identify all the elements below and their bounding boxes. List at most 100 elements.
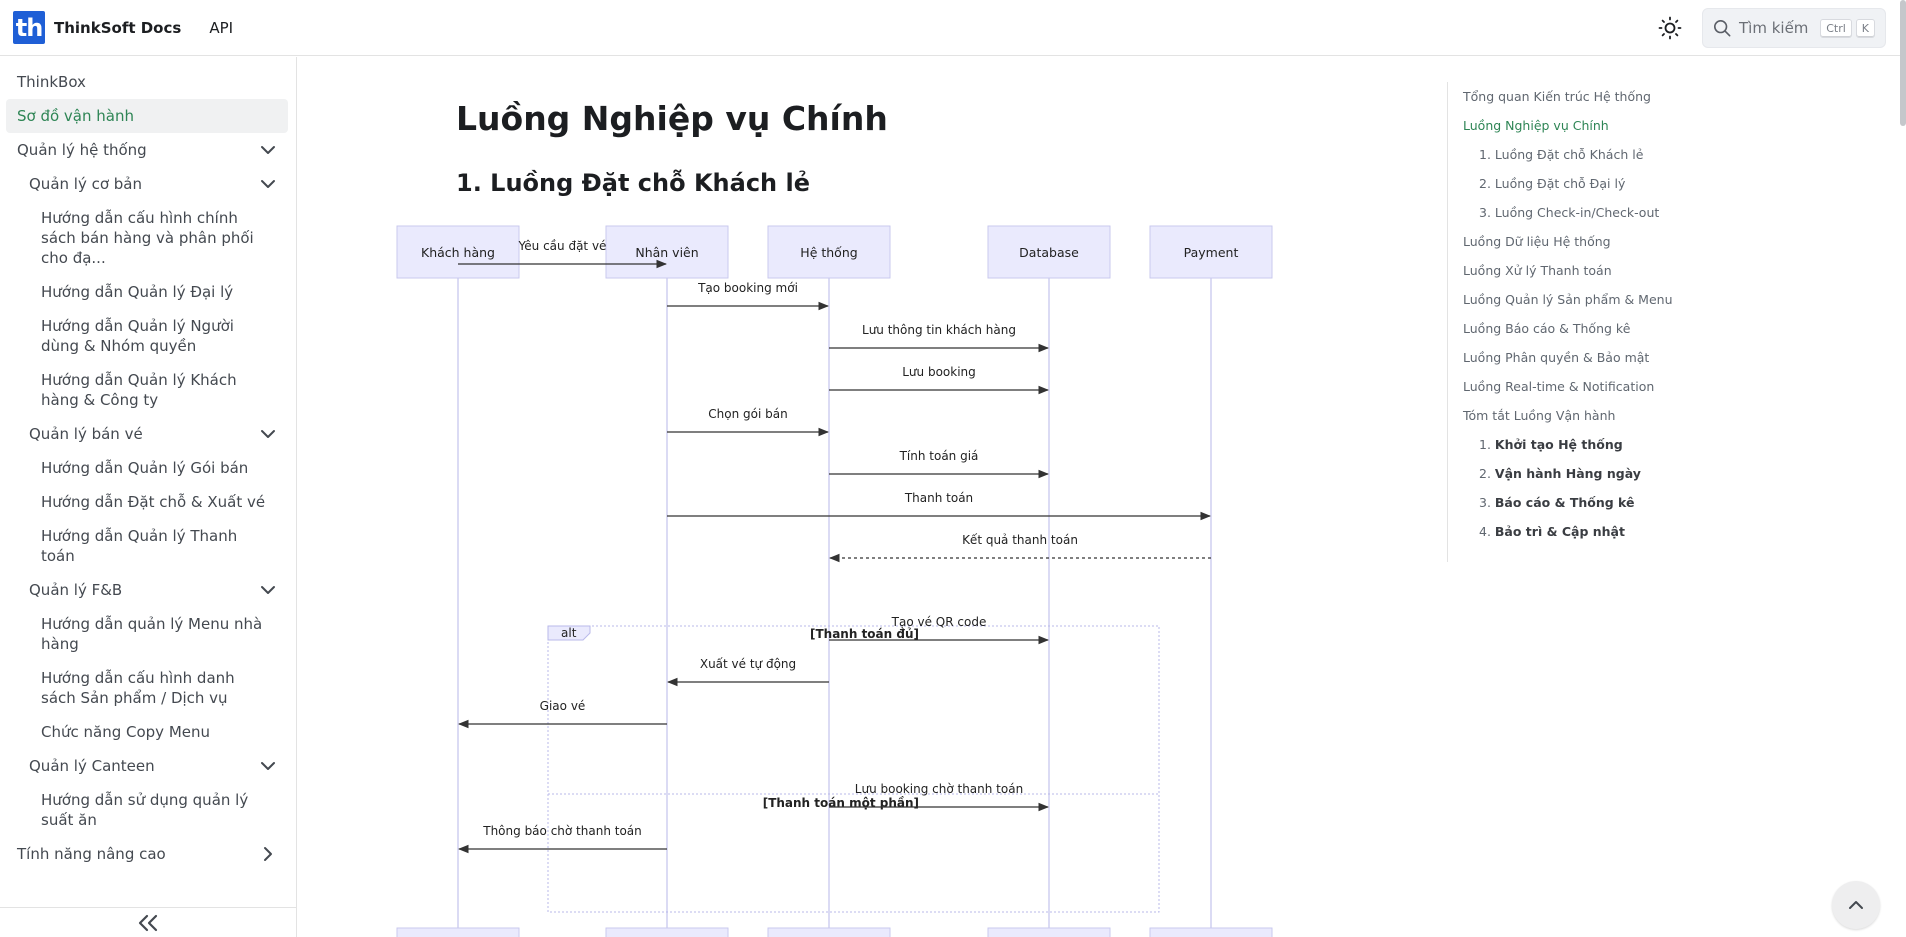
actor-label: Nhân viên <box>635 245 698 260</box>
toc-link[interactable]: Luồng Báo cáo & Thống kê <box>1463 314 1706 343</box>
toc-link-label: Luồng Real-time & Notification <box>1463 379 1655 394</box>
sidebar-item-label: Quản lý cơ bản <box>29 175 143 193</box>
section-heading: 1. Luồng Đặt chỗ Khách lẻ <box>456 169 810 197</box>
sidebar-expand-toggle[interactable] <box>258 580 278 600</box>
message-label: Kết quả thanh toán <box>962 533 1078 547</box>
toc-link-label: Luồng Nghiệp vụ Chính <box>1463 118 1609 133</box>
sidebar-item-label: Hướng dẫn Quản lý Khách hàng & Công ty <box>41 371 237 409</box>
toc-link[interactable]: Tổng quan Kiến trúc Hệ thống <box>1463 82 1706 111</box>
sidebar-item[interactable]: Hướng dẫn cấu hình chính sách bán hàng v… <box>6 201 288 275</box>
sidebar-item-label: ThinkBox <box>17 73 86 91</box>
toc-link[interactable]: 3. Luồng Check-in/Check-out <box>1463 198 1706 227</box>
sidebar-item[interactable]: Quản lý hệ thống <box>6 133 288 167</box>
sidebar-item-label: Quản lý Canteen <box>29 757 155 775</box>
toc-link[interactable]: Luồng Nghiệp vụ Chính <box>1463 111 1706 140</box>
toc-link[interactable]: Luồng Dữ liệu Hệ thống <box>1463 227 1706 256</box>
toc-link[interactable]: Luồng Quản lý Sản phẩm & Menu <box>1463 285 1706 314</box>
toc-link[interactable]: 1. Luồng Đặt chỗ Khách lẻ <box>1463 140 1706 169</box>
actor-box-bottom <box>396 927 520 937</box>
toc-link-label: 3. Luồng Check-in/Check-out <box>1479 205 1660 220</box>
alt-condition: [Thanh toán một phần] <box>763 796 919 810</box>
sidebar-item-label: Hướng dẫn Quản lý Thanh toán <box>41 527 238 565</box>
actor-label: Hệ thống <box>800 245 857 260</box>
sidebar-expand-toggle[interactable] <box>258 424 278 444</box>
main-content: Luồng Nghiệp vụ Chính 1. Luồng Đặt chỗ K… <box>297 57 1447 937</box>
alt-tag <box>547 625 591 641</box>
sidebar-item[interactable]: Sơ đồ vận hành <box>6 99 288 133</box>
sidebar-item[interactable]: Hướng dẫn Quản lý Người dùng & Nhóm quyề… <box>6 309 288 363</box>
scroll-to-top-button[interactable] <box>1832 881 1880 929</box>
toc-link[interactable]: 3. Báo cáo & Thống kê <box>1463 488 1706 517</box>
sidebar-expand-toggle[interactable] <box>258 844 278 864</box>
search-icon <box>1713 19 1731 37</box>
sidebar-item[interactable]: Hướng dẫn quản lý Menu nhà hàng <box>6 607 288 661</box>
message-label: Thông báo chờ thanh toán <box>482 824 642 838</box>
toc-link-label: 1. <box>1479 437 1495 452</box>
sidebar-item-label: Hướng dẫn cấu hình chính sách bán hàng v… <box>41 209 254 267</box>
sidebar-item-label: Hướng dẫn sử dụng quản lý suất ăn <box>41 791 249 829</box>
message-label: Xuất vé tự động <box>700 657 796 671</box>
chevron-down-icon <box>261 180 275 188</box>
actor-label: Khách hàng <box>421 245 495 260</box>
chevron-up-icon <box>1849 901 1863 909</box>
sidebar-item-label: Chức năng Copy Menu <box>41 723 210 741</box>
toc-link-label: Luồng Dữ liệu Hệ thống <box>1463 234 1611 249</box>
toc-link[interactable]: 1. Khởi tạo Hệ thống <box>1463 430 1706 459</box>
actor-box <box>767 225 891 279</box>
actor-box-bottom <box>1149 927 1273 937</box>
toc-link-bold-label: Báo cáo & Thống kê <box>1494 495 1635 510</box>
sidebar-item[interactable]: Hướng dẫn Đặt chỗ & Xuất vé <box>6 485 288 519</box>
sidebar-item[interactable]: Quản lý Canteen <box>6 749 288 783</box>
page-scrollbar[interactable] <box>1900 0 1906 126</box>
message-label: Giao vé <box>540 699 586 713</box>
actor-box <box>987 225 1111 279</box>
sidebar-expand-toggle[interactable] <box>258 174 278 194</box>
sidebar-item[interactable]: Hướng dẫn Quản lý Đại lý <box>6 275 288 309</box>
actor-box <box>396 225 520 279</box>
toc-link[interactable]: 2. Luồng Đặt chỗ Đại lý <box>1463 169 1706 198</box>
sidebar-item[interactable]: Quản lý bán vé <box>6 417 288 451</box>
theme-toggle-button[interactable] <box>1654 12 1686 44</box>
sidebar-item-label: Tính năng nâng cao <box>17 845 166 863</box>
sidebar-expand-toggle[interactable] <box>258 140 278 160</box>
message-label: Tạo booking mới <box>697 281 798 295</box>
toc-link-label: 2. <box>1479 466 1495 481</box>
sidebar-item[interactable]: Chức năng Copy Menu <box>6 715 288 749</box>
message-label: Tính toán giá <box>899 449 979 463</box>
alt-condition: [Thanh toán đủ] <box>810 627 919 641</box>
sidebar-item[interactable]: Hướng dẫn cấu hình danh sách Sản phẩm / … <box>6 661 288 715</box>
brand-link[interactable]: th ThinkSoft Docs <box>13 11 181 44</box>
toc-link-label: Luồng Báo cáo & Thống kê <box>1463 321 1631 336</box>
toc-link[interactable]: Luồng Phân quyền & Bảo mật <box>1463 343 1706 372</box>
sidebar-item[interactable]: Hướng dẫn Quản lý Thanh toán <box>6 519 288 573</box>
page-title: Luồng Nghiệp vụ Chính <box>456 99 888 138</box>
sidebar-item[interactable]: Quản lý F&B <box>6 573 288 607</box>
toc-link[interactable]: Luồng Xử lý Thanh toán <box>1463 256 1706 285</box>
chevron-down-icon <box>261 586 275 594</box>
toc-link-label: 2. Luồng Đặt chỗ Đại lý <box>1479 176 1626 191</box>
toc-link[interactable]: 2. Vận hành Hàng ngày <box>1463 459 1706 488</box>
sidebar-item-label: Hướng dẫn Quản lý Gói bán <box>41 459 249 477</box>
toc-link[interactable]: Luồng Real-time & Notification <box>1463 372 1706 401</box>
sidebar-expand-toggle[interactable] <box>258 756 278 776</box>
sidebar-item[interactable]: Hướng dẫn Quản lý Gói bán <box>6 451 288 485</box>
message-label: Yêu cầu đặt vé <box>518 239 607 253</box>
sidebar-item[interactable]: ThinkBox <box>6 65 288 99</box>
nav-link-api[interactable]: API <box>209 18 234 37</box>
brand-title: ThinkSoft Docs <box>54 18 182 37</box>
chevron-down-icon <box>261 762 275 770</box>
sidebar-item[interactable]: Tính năng nâng cao <box>6 837 288 871</box>
chevron-right-icon <box>264 847 272 861</box>
sidebar-item[interactable]: Hướng dẫn sử dụng quản lý suất ăn <box>6 783 288 837</box>
toc-link[interactable]: 4. Bảo trì & Cập nhật <box>1463 517 1706 546</box>
sidebar-item[interactable]: Quản lý cơ bản <box>6 167 288 201</box>
collapse-sidebar-button[interactable] <box>0 907 296 937</box>
toc-link[interactable]: Tóm tắt Luồng Vận hành <box>1463 401 1706 430</box>
toc-link-label: Tổng quan Kiến trúc Hệ thống <box>1463 89 1651 104</box>
search-button[interactable]: Tìm kiếm Ctrl K <box>1702 8 1886 48</box>
toc-link-label: 1. Luồng Đặt chỗ Khách lẻ <box>1479 147 1644 162</box>
sidebar-item[interactable]: Hướng dẫn Quản lý Khách hàng & Công ty <box>6 363 288 417</box>
